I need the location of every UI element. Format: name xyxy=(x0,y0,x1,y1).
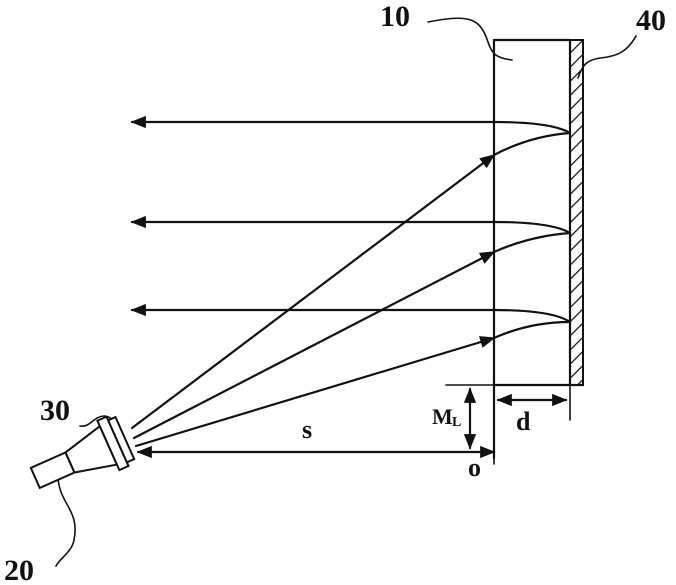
label-30: 30 xyxy=(40,394,70,427)
leader-line-20 xyxy=(55,477,76,567)
light-source xyxy=(29,425,118,490)
label-40: 40 xyxy=(636,4,666,37)
screen-plate xyxy=(492,38,572,460)
label-m: M xyxy=(432,404,453,429)
label-20: 20 xyxy=(4,554,34,585)
reflector-plate xyxy=(569,39,584,386)
incident-rays xyxy=(130,153,496,448)
label-10: 10 xyxy=(380,0,410,33)
refracted-curves xyxy=(492,120,572,340)
dimension-ml xyxy=(445,384,495,450)
reflected-rays xyxy=(130,115,496,317)
label-d: d xyxy=(516,407,531,436)
label-m-subscript: L xyxy=(452,415,461,430)
lens xyxy=(96,415,136,472)
leader-line-40 xyxy=(577,35,637,79)
dimension-d xyxy=(496,384,571,421)
label-s: s xyxy=(302,415,312,444)
label-o: o xyxy=(468,453,481,482)
leader-line-10 xyxy=(427,17,513,61)
